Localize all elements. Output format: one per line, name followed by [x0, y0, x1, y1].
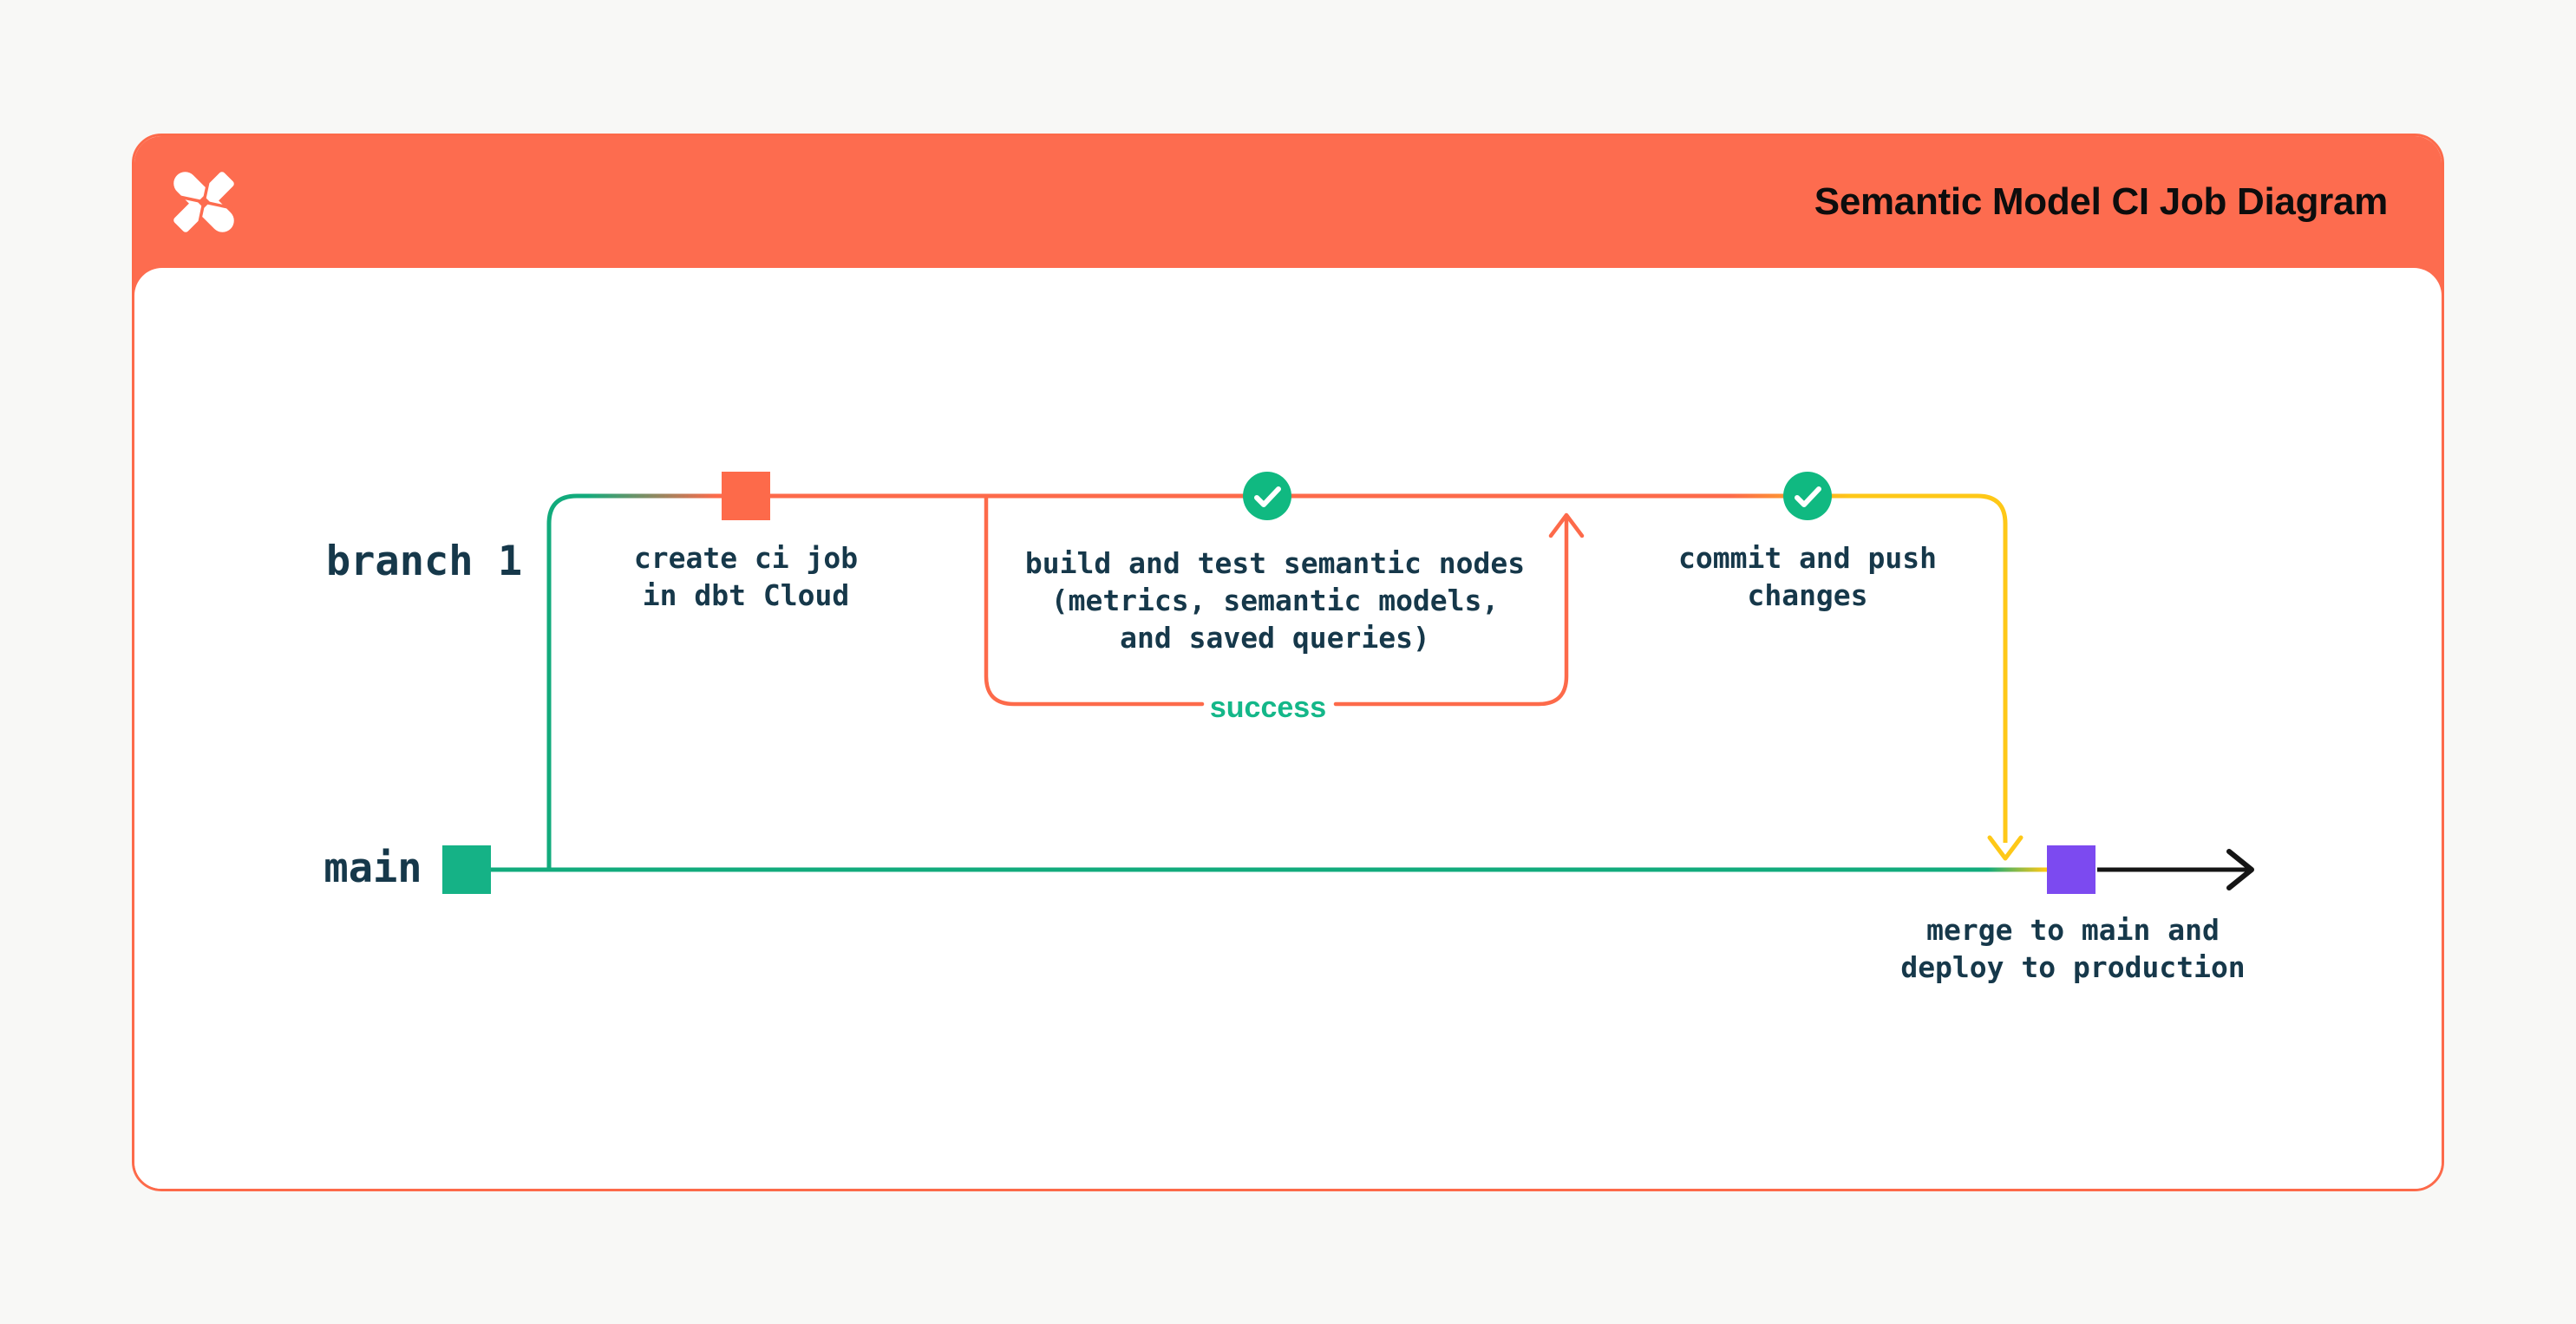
node-label-line: build and test semantic nodes: [1024, 546, 1526, 580]
diagram-card: Semantic Model CI Job Diagram: [132, 134, 2444, 1191]
card-body: [134, 268, 2442, 1189]
page-title: Semantic Model CI Job Diagram: [1814, 180, 2389, 223]
node-label-line: (metrics, semantic models,: [1050, 584, 1500, 617]
node-label-line: changes: [1747, 578, 1868, 612]
node-label-build-test: build and test semantic nodes (metrics, …: [1025, 545, 1525, 656]
node-label-line: deploy to production: [1900, 950, 2246, 984]
branch-label-branch-1: branch 1: [325, 538, 523, 585]
dbt-logo-icon: [173, 172, 234, 232]
success-label: success: [1209, 691, 1327, 724]
branch-label-main: main: [324, 845, 422, 892]
node-label-line: commit and push: [1677, 541, 1938, 575]
node-label-line: merge to main and: [1926, 913, 2220, 947]
node-label-merge-deploy: merge to main and deploy to production: [1900, 911, 2245, 986]
node-label-line: create ci job: [633, 541, 859, 575]
node-label-create-ci-job: create ci job in dbt Cloud: [634, 539, 858, 614]
node-label-commit-push: commit and push changes: [1678, 539, 1937, 614]
node-label-line: in dbt Cloud: [642, 578, 850, 612]
node-label-line: and saved queries): [1120, 621, 1430, 655]
